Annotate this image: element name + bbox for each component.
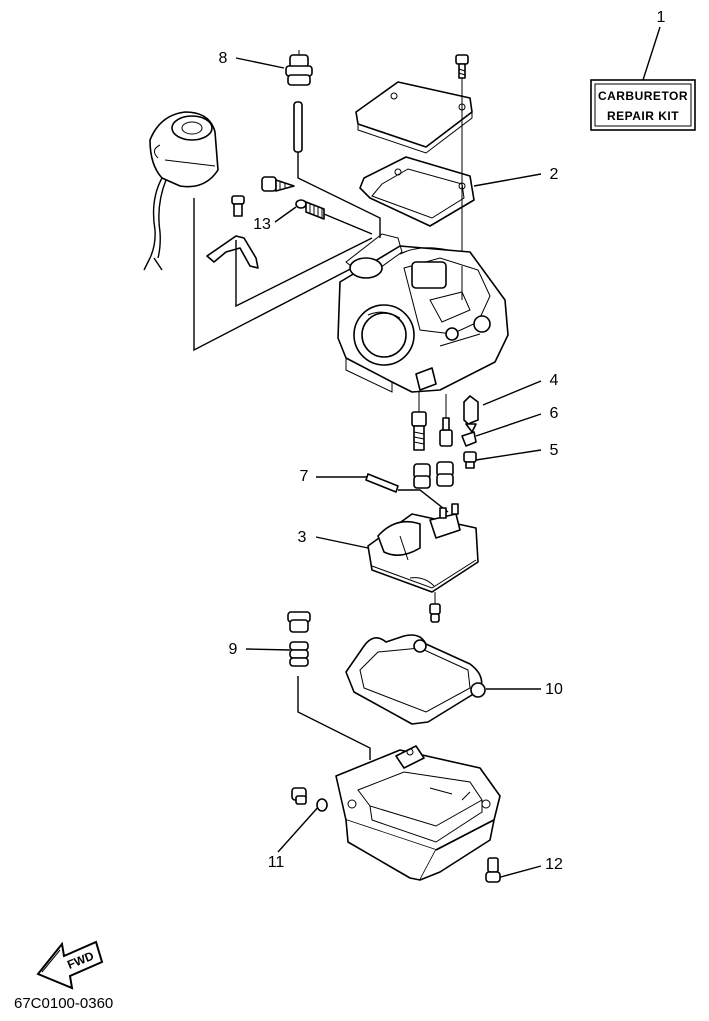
part-9-plug: [287, 611, 311, 633]
drain-screw: [291, 787, 328, 812]
callout-9: 9: [229, 641, 238, 658]
bowl-screw: [485, 857, 501, 883]
choke-solenoid: [143, 111, 219, 271]
callout-1: 1: [657, 9, 666, 26]
needle-seat-screw: [463, 451, 477, 469]
callout-4: 4: [550, 372, 559, 389]
part-8-pin: [293, 101, 381, 238]
callout-7: 7: [300, 468, 309, 485]
carburetor-body: [337, 233, 509, 393]
repair-kit-box: CARBURETOR REPAIR KIT: [590, 26, 696, 131]
needle-clip: [461, 431, 477, 447]
needle-valve: [463, 395, 479, 433]
fwd-arrow-icon: FWD: [36, 940, 104, 990]
part-13-screw: [261, 176, 307, 209]
main-jet-right: [439, 394, 453, 447]
connector-lines: [193, 198, 373, 352]
leader-lines: [235, 57, 542, 879]
callout-2: 2: [550, 166, 559, 183]
cover-gasket: [359, 156, 475, 227]
jet-plugs: [413, 461, 454, 489]
main-jet-left: [411, 392, 427, 451]
callout-13: 13: [253, 216, 271, 233]
float-chamber-gasket: [345, 634, 486, 725]
callout-3: 3: [298, 529, 307, 546]
callout-6: 6: [550, 405, 559, 422]
float-screw: [429, 592, 441, 623]
float-chamber: [335, 745, 501, 881]
callout-11: 11: [268, 854, 285, 871]
lever-screw: [231, 195, 245, 217]
part-8-cap: [285, 50, 313, 86]
top-cover: [355, 81, 473, 154]
float: [367, 503, 479, 593]
choke-lever: [206, 235, 259, 269]
callout-8: 8: [219, 50, 228, 67]
kit-label-line2: REPAIR KIT: [607, 109, 679, 123]
part-9-spring: [289, 641, 371, 760]
part-13-spring: [305, 201, 373, 235]
callout-12: 12: [545, 856, 563, 873]
callout-5: 5: [550, 442, 559, 459]
kit-label-line1: CARBURETOR: [598, 89, 688, 103]
float-pin: [365, 473, 449, 513]
callout-10: 10: [545, 681, 563, 698]
diagram-code: 67C0100-0360: [14, 995, 113, 1012]
